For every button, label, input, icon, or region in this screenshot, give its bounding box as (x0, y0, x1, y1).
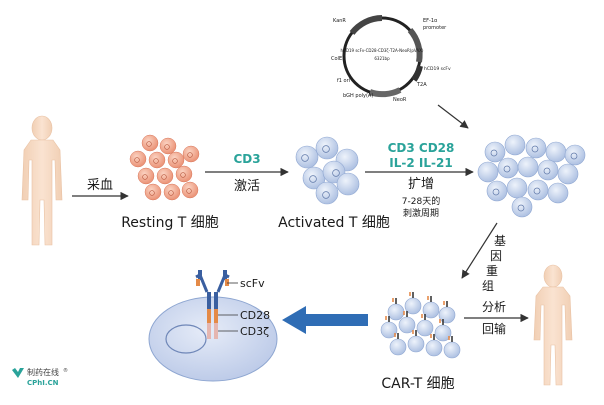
plasmid-label-cole1: ColE1 (331, 56, 345, 62)
step1-label: 采血 (87, 178, 113, 193)
arrow-step4 (461, 222, 498, 279)
plasmid-arrow (437, 104, 469, 129)
step5-line2: 回输 (482, 321, 506, 336)
watermark: 制药在线 ® CPhI.CN (12, 367, 68, 387)
step4-char-3: 重 (486, 264, 498, 278)
step4-char-4: 组 (482, 279, 494, 293)
receptor-label-cd3z: CD3ζ (240, 325, 269, 338)
plasmid-label-ef1a: EF-1α (423, 18, 438, 24)
plasmid-size: 6321bp (374, 56, 390, 61)
human-patient-figure (533, 264, 573, 386)
step2-label: 激活 (234, 179, 260, 194)
plasmid-label-scfv: hCD19 scFv (424, 66, 451, 72)
plasmid-label-promoter: promoter (423, 25, 447, 31)
plasmid-label-t2a: T2A (416, 82, 427, 88)
plasmid-label-f1-ori: f1 ori (337, 78, 350, 84)
receptor-label-cd28: CD28 (240, 309, 270, 322)
plasmid-name: hCD19 scFv-CD28-CD3ζ-T2A-NeoR(pVAX) (341, 48, 424, 53)
receptor-label-scfv: scFv (240, 277, 265, 290)
step3-note-2: 刺激周期 (403, 207, 439, 219)
step3-markers-2: IL-2 IL-21 (389, 156, 452, 170)
activated-t-cell-cluster (295, 136, 360, 205)
step3-note-1: 7-28天的 (402, 195, 440, 207)
activated-label: Activated T 细胞 (278, 215, 390, 231)
car-t-cell-cluster (380, 292, 461, 359)
watermark-site: CPhI.CN (27, 379, 59, 387)
step3-label: 扩增 (408, 177, 434, 192)
cart-label: CAR-T 细胞 (381, 376, 454, 392)
resting-t-cell-cluster (129, 134, 200, 201)
step3-markers-1: CD3 CD28 (388, 141, 455, 155)
car-t-cell-detail: scFv CD28 CD3ζ (148, 270, 278, 382)
step4-char-2: 因 (490, 249, 502, 263)
resting-label: Resting T 细胞 (121, 215, 219, 231)
step2-marker: CD3 (233, 152, 260, 166)
watermark-mark: ® (63, 367, 68, 374)
big-blue-arrow (282, 306, 368, 334)
plasmid-label-kanr: KanR (333, 18, 346, 24)
car-receptor (195, 270, 230, 339)
plasmid-label-bgh: bGH poly(A) (343, 93, 373, 99)
watermark-name: 制药在线 (27, 367, 59, 377)
step5-line1: 分析 (482, 300, 506, 314)
human-donor-figure (21, 115, 63, 246)
plasmid-map: KanR ColE1 f1 ori bGH poly(A) hCD19 scFv… (331, 15, 451, 103)
expanded-t-cell-cluster (477, 134, 586, 218)
step4-char-1: 基 (494, 234, 506, 248)
plasmid-label-neor: NeoR (393, 97, 407, 103)
